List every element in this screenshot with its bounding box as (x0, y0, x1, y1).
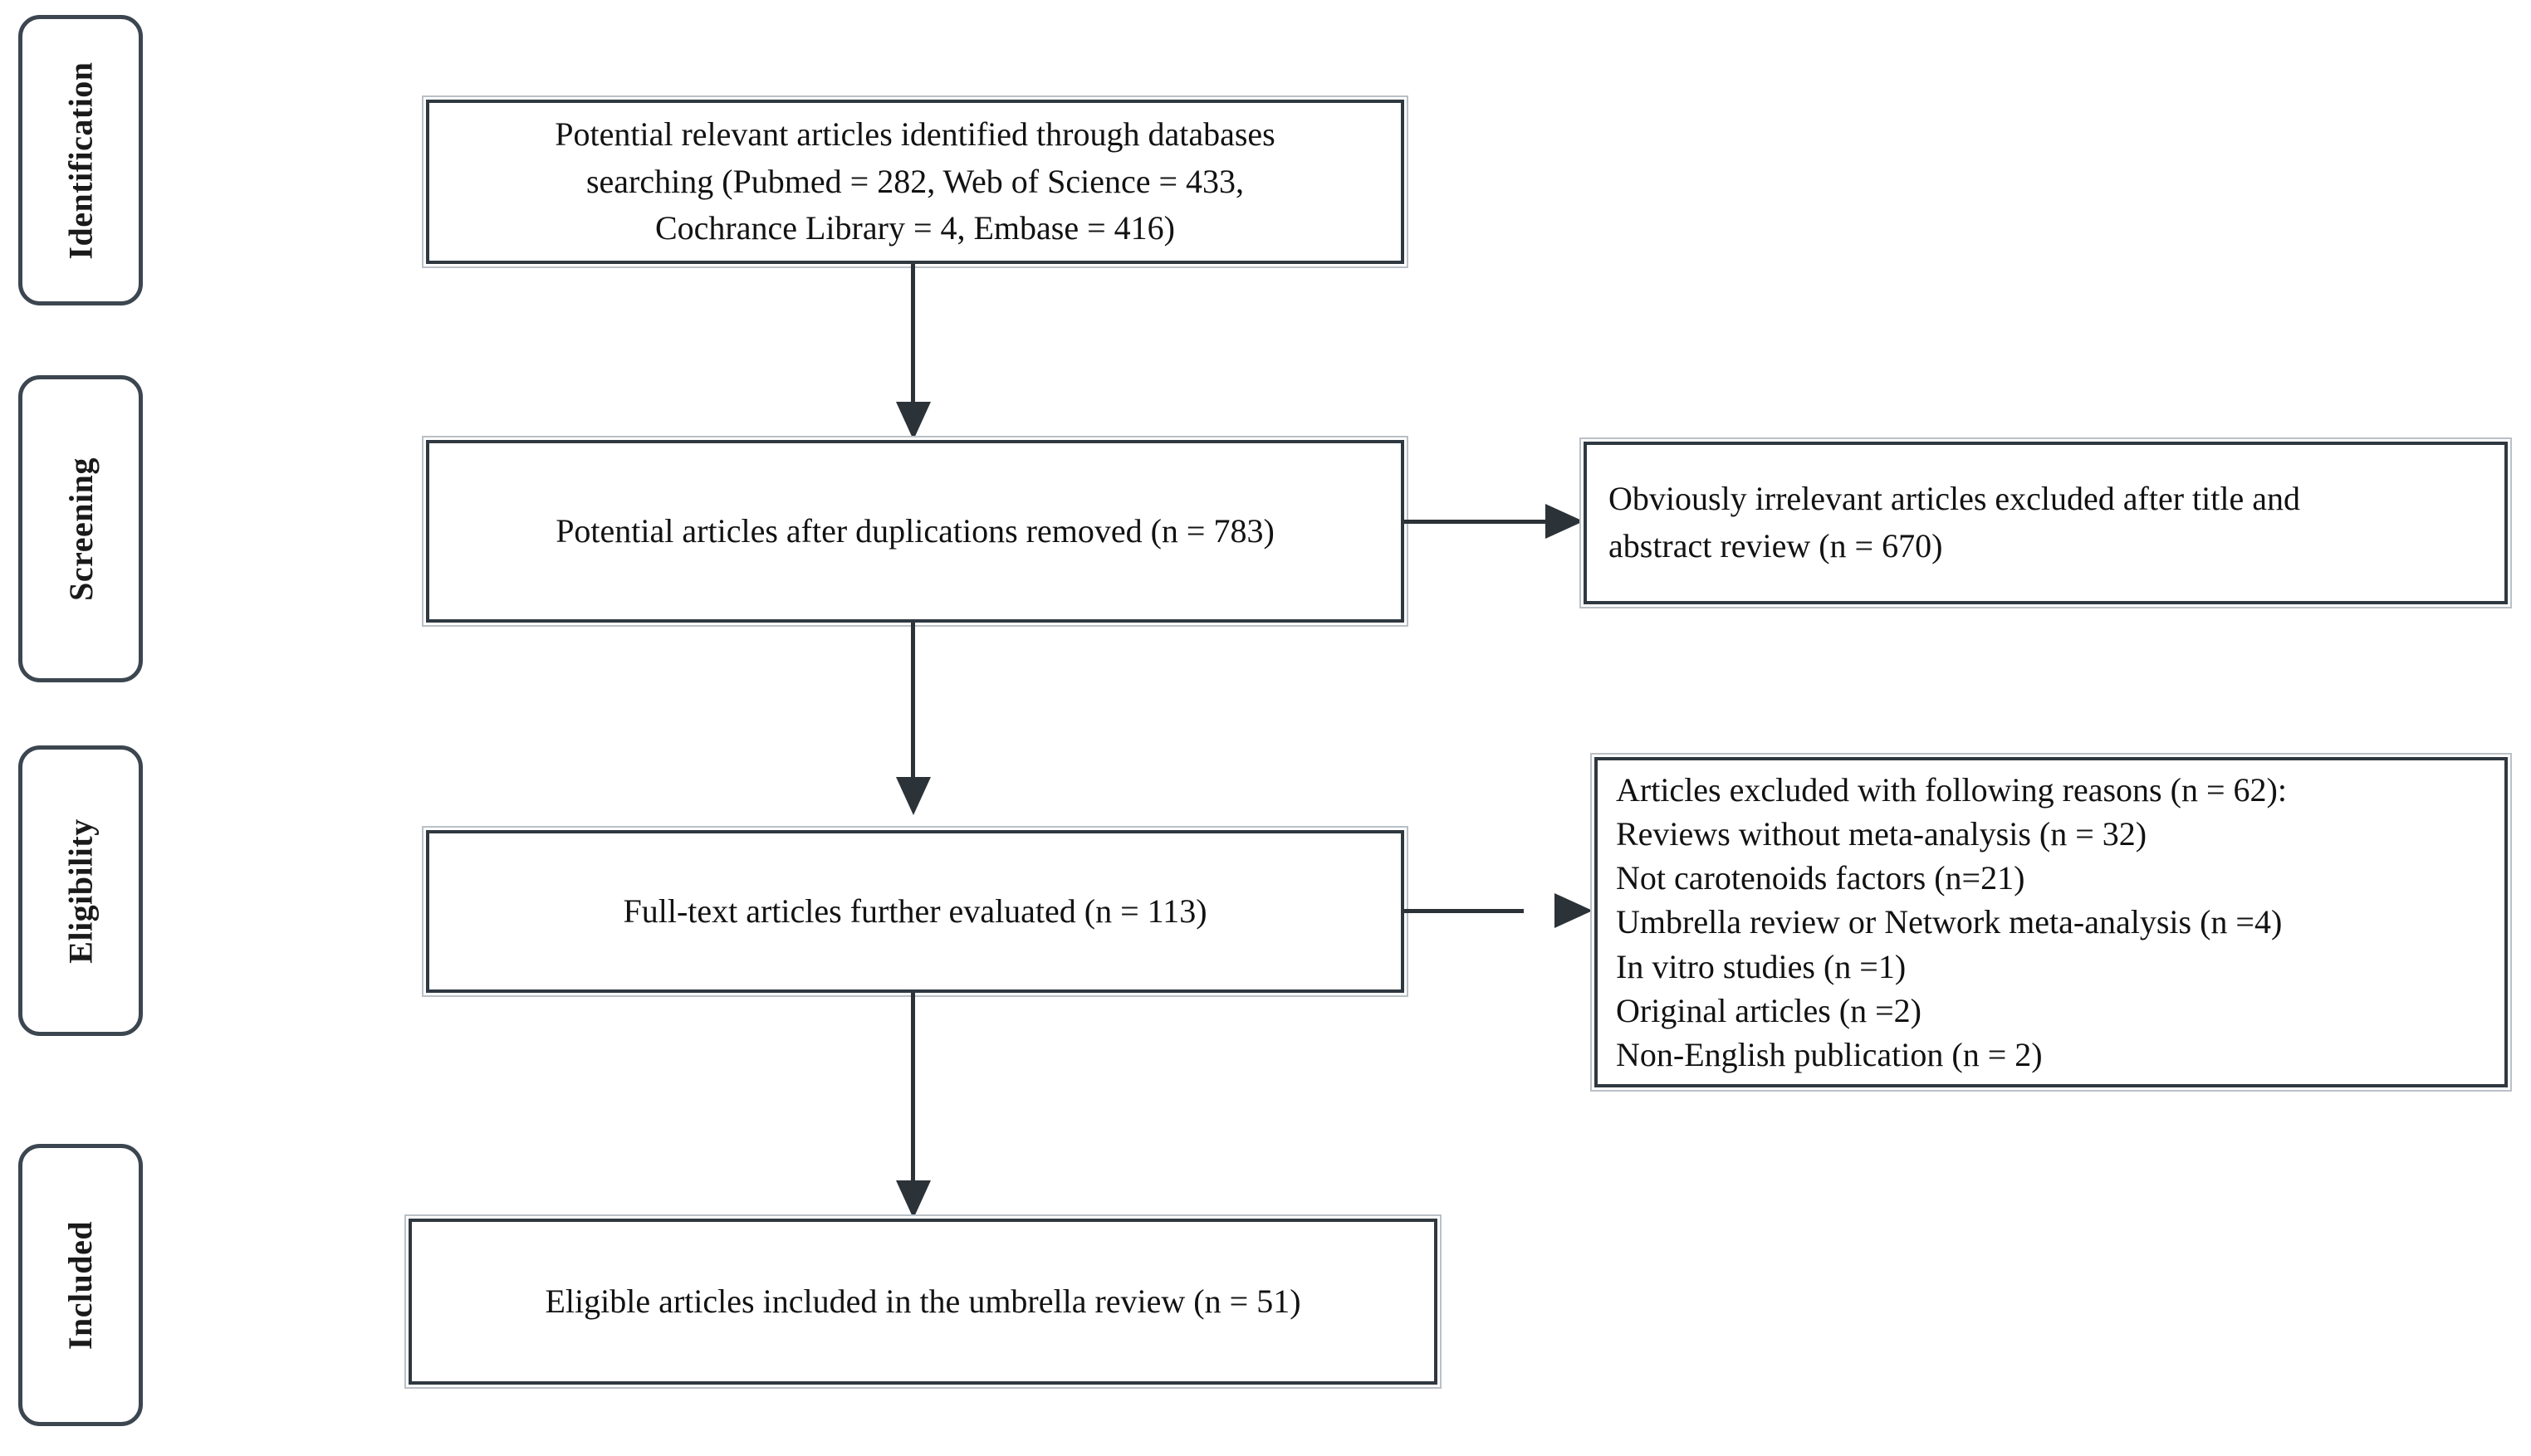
excluded-reason-line-3: Not carotenoids factors (n=21) (1616, 859, 2025, 897)
box-included-articles: Eligible articles included in the umbrel… (409, 1219, 1437, 1385)
box-after-duplicates: Potential articles after duplications re… (426, 440, 1404, 623)
arrowhead-identification-to-screening (896, 402, 931, 440)
box-excluded-with-reasons: Articles excluded with following reasons… (1594, 757, 2508, 1087)
box-records-identified-text: Potential relevant articles identified t… (555, 111, 1275, 252)
stage-box-included: Included (18, 1144, 143, 1426)
box-full-text-evaluated-text: Full-text articles further evaluated (n … (623, 888, 1207, 936)
arrowhead-screening-to-excluded (1545, 504, 1584, 539)
stage-box-identification: Identification (18, 15, 143, 305)
box-records-identified-line-1: Potential relevant articles identified t… (555, 115, 1275, 153)
box-full-text-evaluated-line-1: Full-text articles further evaluated (n … (623, 892, 1207, 930)
stage-box-eligibility: Eligibility (18, 745, 143, 1036)
box-after-duplicates-line-1: Potential articles after duplications re… (556, 511, 1275, 550)
stage-label-included: Included (61, 1220, 100, 1350)
box-excluded-with-reasons-text: Articles excluded with following reasons… (1616, 768, 2486, 1077)
box-after-duplicates-text: Potential articles after duplications re… (556, 508, 1275, 555)
excluded-reason-line-2: Reviews without meta-analysis (n = 32) (1616, 815, 2147, 853)
stage-label-identification: Identification (61, 61, 100, 260)
box-included-articles-line-1: Eligible articles included in the umbrel… (545, 1282, 1301, 1320)
connector-eligibility-to-included (911, 993, 915, 1185)
stage-label-screening: Screening (61, 457, 100, 601)
arrowhead-eligibility-to-excluded (1554, 893, 1593, 928)
box-excluded-title-abstract: Obviously irrelevant articles excluded a… (1584, 442, 2508, 604)
box-records-identified-line-2: searching (Pubmed = 282, Web of Science … (585, 162, 1245, 200)
box-full-text-evaluated: Full-text articles further evaluated (n … (426, 830, 1404, 993)
excluded-reason-line-5: In vitro studies (n =1) (1616, 947, 1907, 985)
connector-screening-to-excluded (1404, 520, 1550, 524)
excluded-reason-line-7: Non-English publication (n = 2) (1616, 1035, 2043, 1073)
connector-screening-to-eligibility (911, 623, 915, 782)
stage-box-screening: Screening (18, 375, 143, 682)
box-excluded-title-abstract-line-1: Obviously irrelevant articles excluded a… (1608, 480, 2301, 518)
connector-eligibility-to-excluded (1404, 909, 1524, 913)
box-records-identified: Potential relevant articles identified t… (426, 100, 1404, 264)
connector-identification-to-screening (911, 264, 915, 405)
box-included-articles-text: Eligible articles included in the umbrel… (545, 1278, 1300, 1326)
stage-label-eligibility: Eligibility (61, 818, 100, 964)
arrowhead-eligibility-to-included (896, 1180, 931, 1219)
box-excluded-title-abstract-line-2: abstract review (n = 670) (1608, 527, 1943, 564)
arrowhead-screening-to-eligibility (896, 777, 931, 815)
box-excluded-title-abstract-text: Obviously irrelevant articles excluded a… (1608, 476, 2483, 570)
excluded-reason-line-6: Original articles (n =2) (1616, 991, 1922, 1029)
excluded-reason-line-1: Articles excluded with following reasons… (1616, 770, 2287, 809)
excluded-reason-line-4: Umbrella review or Network meta-analysis… (1616, 903, 2283, 941)
box-records-identified-line-3: Cochrance Library = 4, Embase = 416) (654, 209, 1175, 247)
